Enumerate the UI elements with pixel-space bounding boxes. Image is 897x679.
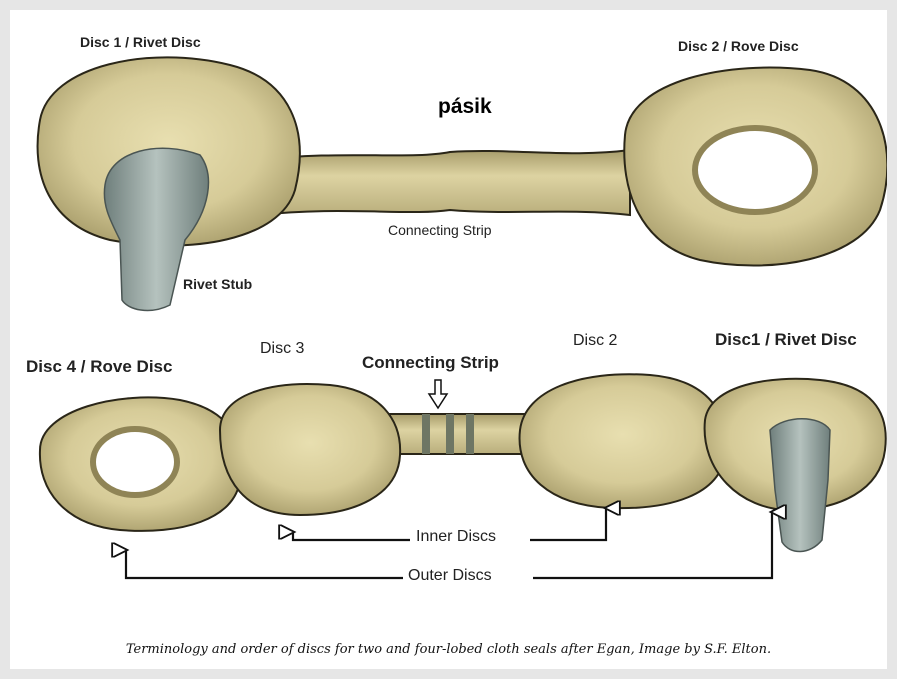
bottom-disc-4-label: Disc 4 / Rove Disc xyxy=(26,357,172,377)
top-connecting-strip-shape xyxy=(260,150,630,215)
bottom-connecting-strip-label: Connecting Strip xyxy=(362,353,499,373)
bottom-disc-3-label: Disc 3 xyxy=(260,340,304,358)
outer-discs-label: Outer Discs xyxy=(408,567,492,585)
bottom-disc-2-label: Disc 2 xyxy=(573,332,617,350)
top-connecting-strip-label: Connecting Strip xyxy=(388,222,492,238)
bottom-rivet-stub-shape xyxy=(770,419,830,552)
bottom-disc-4-hole xyxy=(93,429,177,495)
rivet-stub-label: Rivet Stub xyxy=(183,276,252,292)
top-disc-2-hole xyxy=(695,128,815,212)
figure-caption: Terminology and order of discs for two a… xyxy=(10,642,887,657)
figure-frame: Disc 1 / Rivet Disc Disc 2 / Rove Disc p… xyxy=(10,10,887,669)
inner-discs-label: Inner Discs xyxy=(416,528,496,546)
bottom-disc-2-shape xyxy=(520,374,726,508)
bottom-connecting-strip-shape xyxy=(390,414,540,454)
connecting-strip-arrow xyxy=(429,380,447,408)
bottom-disc-1-label: Disc1 / Rivet Disc xyxy=(715,330,857,350)
top-disc-1-label: Disc 1 / Rivet Disc xyxy=(80,34,201,50)
bottom-disc-3-shape xyxy=(220,384,400,515)
overlay-word: pásik xyxy=(438,95,492,119)
four-lobed-seal xyxy=(40,374,886,551)
top-disc-2-label: Disc 2 / Rove Disc xyxy=(678,38,799,54)
